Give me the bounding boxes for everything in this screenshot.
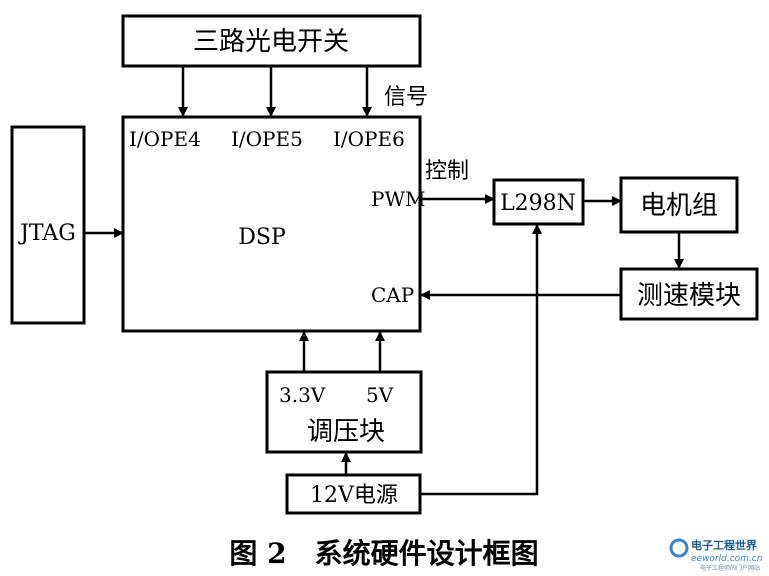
signal-label: 信号	[384, 85, 428, 110]
watermark-url: eeworld.com.cn	[691, 554, 763, 564]
watermark-slogan: 电子工程师的门户网站	[700, 564, 760, 572]
dsp-pin-cap: CAP	[371, 283, 414, 307]
dsp-pin-io6: I/OPE6	[333, 127, 405, 151]
regulator-label: 调压块	[307, 417, 385, 447]
watermark-site: 电子工程世界	[691, 538, 757, 552]
regulator-output-5v: 5V	[366, 383, 394, 407]
photoelectric-switch-label: 三路光电开关	[193, 27, 349, 57]
speed-module-block	[619, 267, 759, 321]
l298n-label: L298N	[500, 191, 576, 216]
dsp-pin-pwm: PWM	[371, 187, 426, 211]
speed-module-label: 测速模块	[637, 281, 741, 311]
eeworld-watermark: 电子工程世界 eeworld.com.cn 电子工程师的门户网站	[669, 538, 763, 572]
dsp-block	[121, 115, 422, 333]
regulator-output-3v3: 3.3V	[279, 383, 326, 407]
power-supply-block	[285, 473, 422, 515]
power-supply-label: 12V电源	[310, 483, 398, 508]
eeworld-logo-icon	[669, 538, 689, 558]
motor-label: 电机组	[640, 191, 718, 221]
power-to-l298n-arrow	[420, 224, 542, 496]
figure-caption: 图 2 系统硬件设计框图	[229, 537, 538, 570]
jtag-label: JTAG	[18, 221, 76, 246]
control-label: 控制	[425, 159, 469, 184]
jtag-block	[10, 125, 86, 325]
photoelectric-switch-block	[121, 14, 422, 68]
dsp-pin-io5: I/OPE5	[231, 127, 303, 151]
motor-block	[619, 176, 739, 234]
dsp-pin-io4: I/OPE4	[129, 127, 201, 151]
regulator-block	[265, 370, 423, 454]
dsp-label: DSP	[238, 225, 286, 250]
